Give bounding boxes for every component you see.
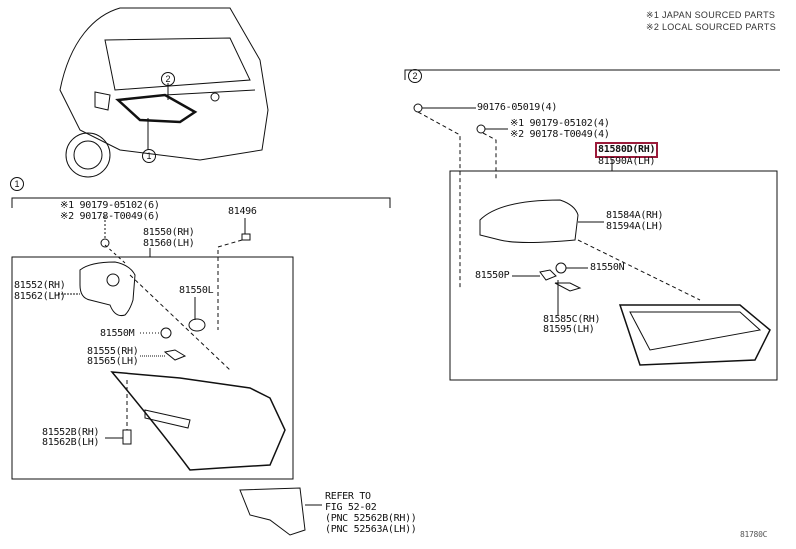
part-81565-lh[interactable]: 81565(LH) bbox=[87, 356, 139, 367]
legend-local-sourced: ※2 LOCAL SOURCED PARTS bbox=[646, 22, 777, 32]
part-fastener-local-2[interactable]: ※2 90178-T0049(4) bbox=[510, 129, 610, 140]
part-90176-05019[interactable]: 90176-05019(4) bbox=[477, 102, 558, 113]
part-81550p[interactable]: 81550P bbox=[475, 270, 510, 281]
part-81562b-lh[interactable]: 81562B(LH) bbox=[42, 437, 100, 448]
legend-japan-sourced: ※1 JAPAN SOURCED PARTS bbox=[646, 10, 776, 20]
refer-to-label[interactable]: REFER TO bbox=[325, 491, 371, 502]
refer-fig-link[interactable]: FIG 52-02 bbox=[325, 502, 377, 513]
part-81560-lh[interactable]: 81560(LH) bbox=[143, 238, 195, 249]
callout-1: 1 bbox=[142, 149, 156, 163]
part-fastener-japan[interactable]: ※1 90179-05102(6) bbox=[60, 200, 160, 211]
section-2-marker: 2 bbox=[408, 69, 422, 83]
part-81555-rh[interactable]: 81555(RH) bbox=[87, 346, 139, 357]
refer-pnc-rh[interactable]: (PNC 52562B(RH)) bbox=[325, 513, 417, 524]
part-fastener-japan-2[interactable]: ※1 90179-05102(4) bbox=[510, 118, 610, 129]
callout-2: 2 bbox=[161, 72, 175, 86]
section-1-marker: 1 bbox=[10, 177, 24, 191]
part-81550-rh[interactable]: 81550(RH) bbox=[143, 227, 195, 238]
part-81496[interactable]: 81496 bbox=[228, 206, 257, 217]
part-81590a-lh[interactable]: 81590A(LH) bbox=[598, 156, 656, 167]
figure-id: 81780C bbox=[740, 530, 768, 539]
part-81594a-lh[interactable]: 81594A(LH) bbox=[606, 221, 664, 232]
part-81552-rh[interactable]: 81552(RH) bbox=[14, 280, 66, 291]
part-81584a-rh[interactable]: 81584A(RH) bbox=[606, 210, 664, 221]
part-81585c-rh[interactable]: 81585C(RH) bbox=[543, 314, 601, 325]
part-fastener-local[interactable]: ※2 90178-T0049(6) bbox=[60, 211, 160, 222]
part-81595-lh[interactable]: 81595(LH) bbox=[543, 324, 595, 335]
car-rear-illustration bbox=[59, 7, 269, 178]
part-81562-lh[interactable]: 81562(LH) bbox=[14, 291, 66, 302]
part-81580d-rh-highlighted[interactable]: 81580D(RH) bbox=[594, 142, 659, 158]
part-81550l[interactable]: 81550L bbox=[179, 285, 214, 296]
refer-pnc-lh[interactable]: (PNC 52563A(LH)) bbox=[325, 524, 417, 535]
part-81550n[interactable]: 81550N bbox=[590, 262, 625, 273]
part-81550m[interactable]: 81550M bbox=[100, 328, 135, 339]
part-81552b-rh[interactable]: 81552B(RH) bbox=[42, 427, 100, 438]
